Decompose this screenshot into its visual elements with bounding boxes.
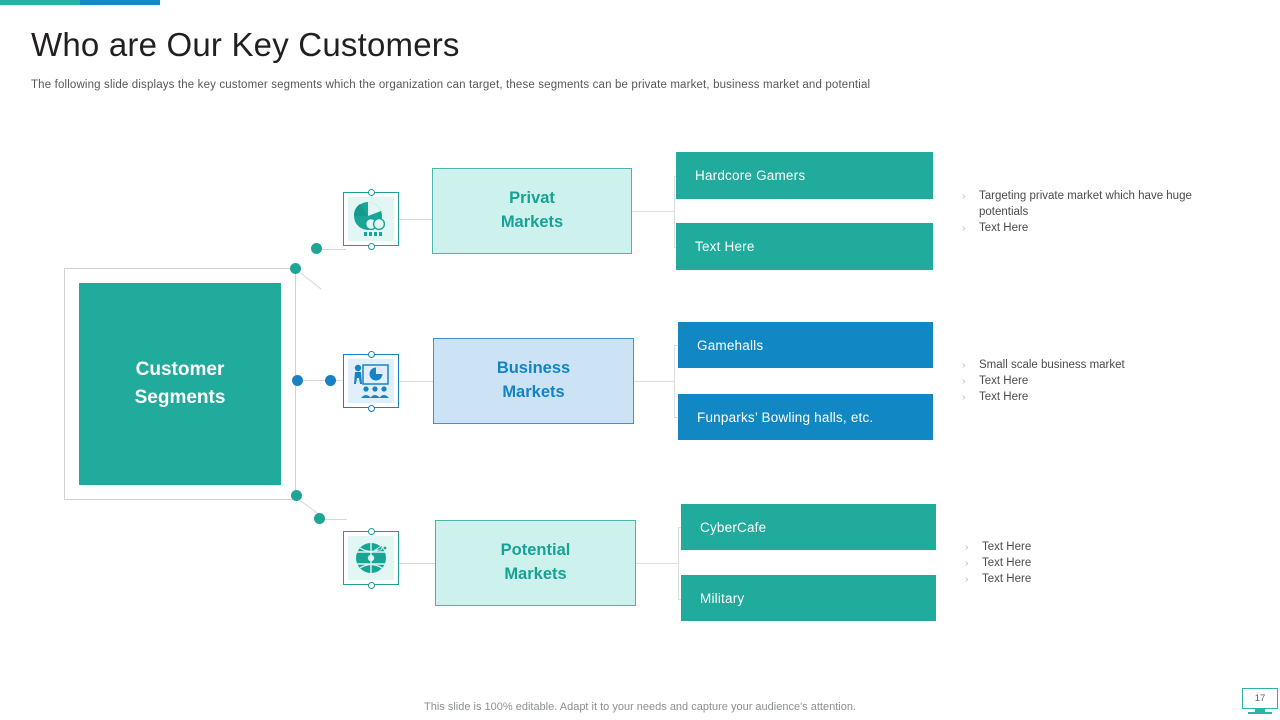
- chevron-right-icon: ›: [965, 541, 969, 553]
- leaf-label-2-2: Funparks’ Bowling halls, etc.: [697, 409, 874, 425]
- leaf-label-3-1: CyberCafe: [700, 519, 767, 535]
- accent-bar-teal: [0, 0, 80, 5]
- page-subtitle: The following slide displays the key cus…: [31, 79, 871, 91]
- bullet-item: › Small scale business market: [962, 357, 1202, 373]
- mid-node-label-2-line2: Markets: [502, 383, 565, 401]
- bullet-text: Text Here: [982, 573, 1032, 585]
- mid-node-label-2: Business Markets: [497, 357, 570, 405]
- chevron-right-icon: ›: [962, 190, 966, 202]
- mid-node-label-1-line1: Privat: [509, 189, 555, 208]
- bracket-vert-3: [678, 527, 679, 599]
- accent-bar-blue: [80, 0, 160, 5]
- connector-dot-branch-2: [325, 375, 336, 386]
- bullet-list-1: › Targeting private market which have hu…: [962, 188, 1202, 236]
- bracket-stem-3: [636, 563, 678, 564]
- bracket-stem-2: [634, 381, 674, 382]
- icon-handle-bottom-3: [367, 581, 375, 589]
- connector-root-branch-2: [298, 380, 346, 381]
- mid-node-potential-markets[interactable]: Potential Markets: [435, 520, 636, 606]
- chevron-right-icon: ›: [962, 391, 966, 403]
- connector-dot-root-mid: [292, 375, 303, 386]
- monitor-base: [1248, 711, 1272, 714]
- leaf-box-1-1[interactable]: Hardcore Gamers: [676, 152, 933, 199]
- leaf-box-2-1[interactable]: Gamehalls: [678, 322, 933, 368]
- bracket-vert-2: [674, 345, 675, 418]
- connector-branch-1-to-icon: [320, 249, 346, 250]
- bullet-item: › Text Here: [965, 555, 1205, 571]
- bullet-item: › Text Here: [962, 389, 1202, 405]
- mid-node-privat-markets[interactable]: Privat Markets: [432, 168, 632, 254]
- icon-frame-branch-3[interactable]: [343, 527, 399, 589]
- mid-node-label-3-line1: Potential: [500, 541, 571, 560]
- bullet-text: Text Here: [982, 541, 1032, 553]
- bullet-text: Text Here: [979, 391, 1029, 403]
- leaf-label-1-2: Text Here: [695, 239, 755, 254]
- bullet-text: Text Here: [979, 375, 1029, 387]
- leaf-box-1-2[interactable]: Text Here: [676, 223, 933, 270]
- bullet-list-2: › Small scale business market › Text Her…: [962, 357, 1202, 405]
- bullet-list-3: › Text Here › Text Here › Text Here: [965, 539, 1205, 587]
- chevron-right-icon: ›: [962, 375, 966, 387]
- root-node-customer-segments[interactable]: Customer Segments: [79, 283, 281, 485]
- mid-node-label-1-line2: Markets: [500, 213, 564, 231]
- root-node-label-line2: Segments: [134, 387, 226, 408]
- bullet-item: › Text Here: [962, 220, 1202, 236]
- mid-node-business-markets[interactable]: Business Markets: [433, 338, 634, 424]
- presentation-audience-icon: [348, 359, 394, 403]
- footer-note: This slide is 100% editable. Adapt it to…: [424, 701, 856, 713]
- bullet-text: Small scale business market: [979, 359, 1125, 371]
- bracket-vert-1: [674, 176, 675, 247]
- mid-node-label-1: Privat Markets: [501, 187, 563, 235]
- icon-handle-bottom-2: [367, 404, 375, 412]
- mid-node-label-2-line1: Business: [496, 359, 571, 378]
- icon-handle-bottom-1: [367, 242, 375, 250]
- monitor-icon: 17: [1242, 688, 1278, 709]
- icon-frame-branch-1[interactable]: [343, 188, 399, 250]
- bullet-item: › Text Here: [965, 539, 1205, 555]
- page-number: 17: [1254, 693, 1266, 704]
- leaf-box-3-1[interactable]: CyberCafe: [681, 504, 936, 550]
- leaf-label-2-1: Gamehalls: [697, 337, 764, 353]
- connector-dot-root-top: [290, 263, 301, 274]
- leaf-label-3-2: Military: [700, 590, 745, 606]
- monitor-stand: [1255, 709, 1265, 712]
- chevron-right-icon: ›: [962, 222, 966, 234]
- icon-frame-branch-2[interactable]: [343, 350, 399, 412]
- page-number-badge: 17: [1242, 688, 1278, 714]
- root-node-label-line1: Customer: [135, 358, 225, 380]
- bullet-item: › Text Here: [962, 373, 1202, 389]
- connector-dot-branch-3: [314, 513, 325, 524]
- icon-handle-top-1: [367, 188, 375, 196]
- leaf-label-1-1: Hardcore Gamers: [695, 168, 806, 183]
- bullet-text: Text Here: [982, 557, 1032, 569]
- leaf-box-2-2[interactable]: Funparks’ Bowling halls, etc.: [678, 394, 933, 440]
- icon-handle-top-3: [367, 527, 375, 535]
- bullet-text: Targeting private market which have huge…: [979, 190, 1192, 218]
- mid-node-label-3-line2: Markets: [504, 565, 567, 583]
- bracket-stem-1: [632, 211, 674, 212]
- chevron-right-icon: ›: [965, 557, 969, 569]
- page-title: Who are Our Key Customers: [31, 26, 460, 63]
- pie-chart-audience-icon: [348, 197, 394, 241]
- root-node-label: Customer Segments: [135, 356, 226, 413]
- connector-dot-root-bottom: [291, 490, 302, 501]
- connector-icon-2-to-mid: [399, 381, 434, 382]
- leaf-box-3-2[interactable]: Military: [681, 575, 936, 621]
- connector-icon-3-to-mid: [399, 563, 436, 564]
- global-market-icon: [348, 536, 394, 580]
- mid-node-label-3: Potential Markets: [501, 539, 571, 587]
- bullet-item: › Text Here: [965, 571, 1205, 587]
- icon-handle-top-2: [367, 350, 375, 358]
- connector-icon-1-to-mid: [399, 219, 432, 220]
- bullet-item: › Targeting private market which have hu…: [962, 188, 1202, 220]
- chevron-right-icon: ›: [962, 359, 966, 371]
- connector-branch-3-to-icon: [323, 519, 347, 520]
- connector-dot-branch-1: [311, 243, 322, 254]
- chevron-right-icon: ›: [965, 573, 969, 585]
- bullet-text: Text Here: [979, 222, 1029, 234]
